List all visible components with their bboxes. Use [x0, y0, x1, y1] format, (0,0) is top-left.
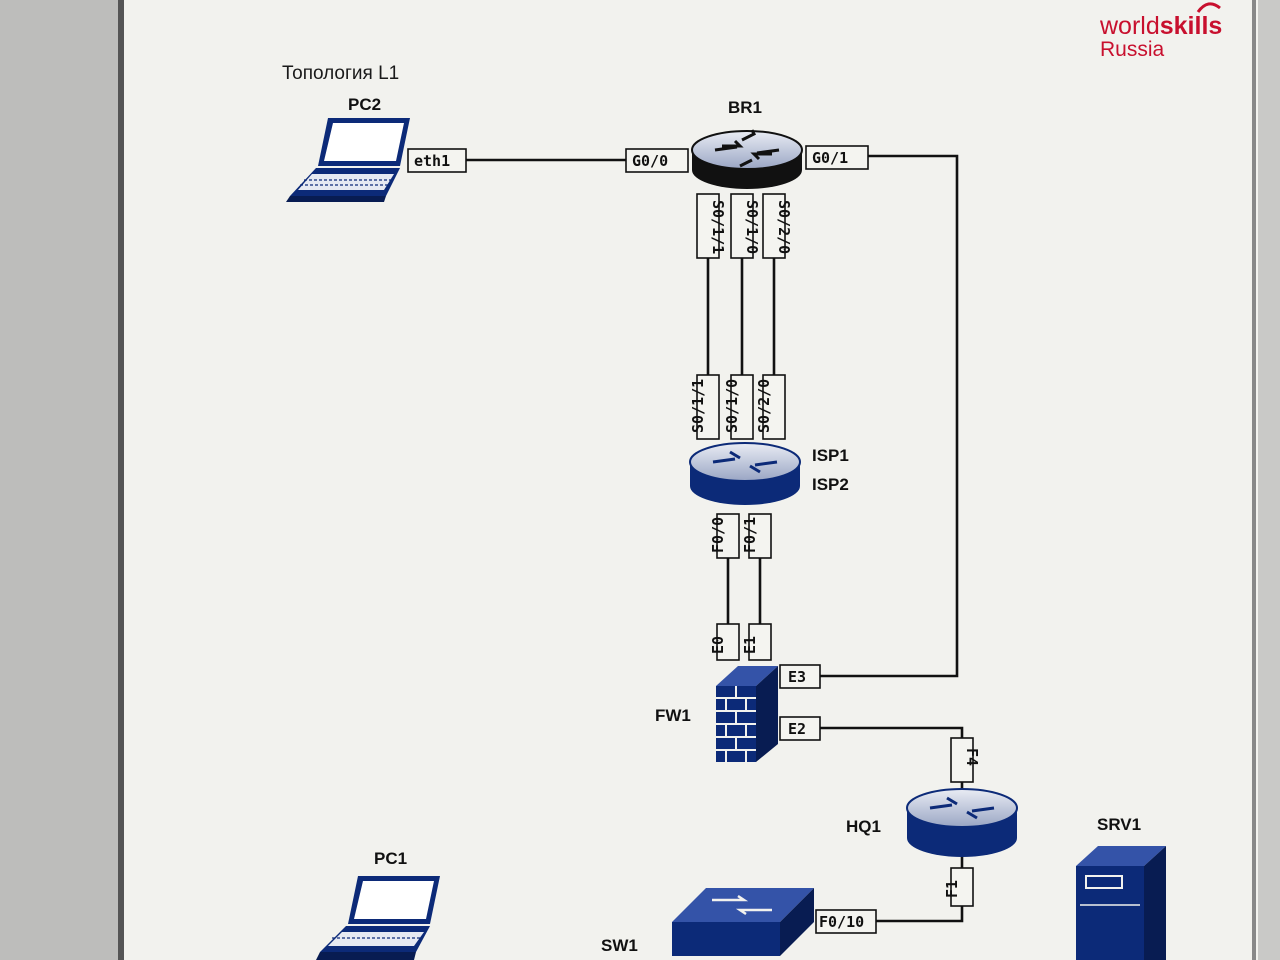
- port-isp-f00-label: F0/0: [709, 517, 727, 553]
- firewall-icon: [716, 666, 778, 762]
- srv1-device: SRV1: [1076, 815, 1166, 960]
- pc1-label: PC1: [374, 849, 407, 868]
- port-fw-e3: E3: [779, 664, 821, 689]
- port-sw-f010-label: F0/10: [819, 913, 864, 931]
- port-fw-e1: E1: [741, 623, 772, 661]
- svg-text:Russia: Russia: [1100, 38, 1165, 61]
- fw1-device: FW1: [655, 666, 778, 762]
- port-fw-e1-label: E1: [741, 636, 759, 654]
- port-sw-f010: F0/10: [815, 909, 877, 934]
- port-br1-s010-label: S0/1/0: [743, 200, 761, 254]
- port-fw-e2-label: E2: [788, 720, 806, 738]
- diagram-title: Топология L1: [282, 63, 399, 84]
- port-hq-f1-label: F1: [943, 880, 961, 898]
- laptop-icon: [286, 118, 410, 202]
- port-br1-s011-label: S0/1/1: [709, 200, 727, 254]
- port-isp-f01: F0/1: [741, 513, 772, 559]
- port-isp-s010: S0/1/0: [723, 374, 754, 440]
- sw1-device: SW1: [601, 888, 814, 956]
- port-fw-e3-label: E3: [788, 668, 806, 686]
- port-br1-s020: S0/2/0: [762, 193, 793, 259]
- hq1-label: HQ1: [846, 817, 881, 836]
- port-isp-s020-label: S0/2/0: [755, 379, 773, 433]
- router-icon: [691, 129, 803, 189]
- port-br1-g01-label: G0/1: [812, 149, 848, 167]
- port-hq-f1: F1: [943, 867, 974, 907]
- links: [466, 154, 964, 923]
- port-br1-g00-label: G0/0: [632, 152, 668, 170]
- port-fw-e2: E2: [779, 716, 821, 741]
- br1-device: BR1: [691, 98, 803, 189]
- port-isp-s010-label: S0/1/0: [723, 379, 741, 433]
- srv1-label: SRV1: [1097, 815, 1141, 834]
- link-fw1-hq1: [820, 726, 964, 738]
- port-hq-f4: F4: [950, 737, 981, 783]
- pc2-label: PC2: [348, 95, 381, 114]
- port-isp-s011: S0/1/1: [689, 374, 720, 440]
- port-isp-f01-label: F0/1: [741, 517, 759, 553]
- router-icon: [689, 442, 801, 505]
- port-isp-s020: S0/2/0: [755, 374, 786, 440]
- server-icon: [1076, 846, 1166, 960]
- hq1-device: HQ1: [846, 788, 1018, 857]
- port-isp-s011-label: S0/1/1: [689, 379, 707, 433]
- port-eth1-label: eth1: [414, 152, 450, 170]
- port-br1-g00: G0/0: [625, 148, 689, 173]
- fw1-label: FW1: [655, 706, 691, 725]
- pc2-device: PC2: [286, 95, 410, 202]
- port-fw-e0: E0: [709, 623, 740, 661]
- link-hq1-sw1: [876, 906, 964, 923]
- port-br1-s010: S0/1/0: [730, 193, 761, 259]
- pc1-device: PC1: [316, 849, 440, 960]
- port-br1-s020-label: S0/2/0: [775, 200, 793, 254]
- worldskills-logo: worldskills Russia: [1099, 2, 1222, 61]
- svg-text:worldskills: worldskills: [1099, 12, 1222, 40]
- laptop-icon: [316, 876, 440, 960]
- br1-label: BR1: [728, 98, 762, 117]
- isp1-label: ISP1: [812, 446, 849, 465]
- port-br1-s011: S0/1/1: [696, 193, 727, 259]
- port-eth1: eth1: [407, 148, 467, 173]
- slide-background: [118, 0, 1258, 960]
- isp2-label: ISP2: [812, 475, 849, 494]
- port-isp-f00: F0/0: [709, 513, 740, 559]
- port-br1-g01: G0/1: [805, 145, 869, 170]
- port-hq-f4-label: F4: [963, 748, 981, 766]
- switch-icon: [672, 888, 814, 956]
- link-br1-fw1: [820, 154, 959, 678]
- isp-device: ISP1 ISP2: [689, 442, 849, 505]
- port-fw-e0-label: E0: [709, 636, 727, 654]
- router-icon: [906, 788, 1018, 857]
- sw1-label: SW1: [601, 936, 638, 955]
